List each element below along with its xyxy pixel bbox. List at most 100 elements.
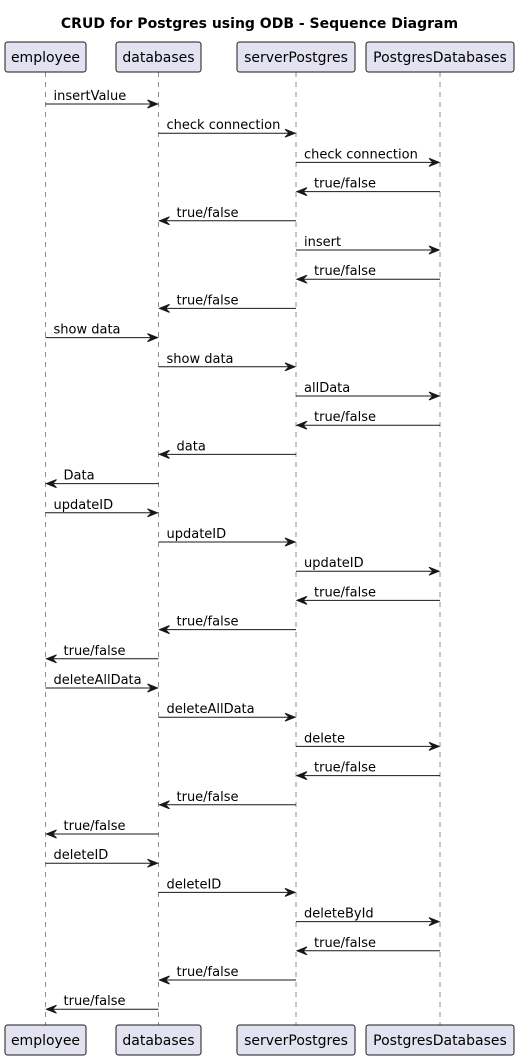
message-18: true/false: [158, 615, 296, 635]
message-label: true/false: [314, 585, 376, 600]
message-8: show data: [45, 323, 159, 343]
arrowhead: [284, 712, 297, 722]
message-label: true/false: [64, 994, 126, 1009]
arrowhead: [284, 887, 297, 897]
message-22: delete: [296, 731, 441, 751]
participant-bottom-serverPostgres: serverPostgres: [236, 1024, 356, 1056]
arrowhead: [295, 274, 308, 284]
message-label: deleteID: [167, 877, 222, 892]
participants: employeeemployeedatabasesdatabasesserver…: [4, 41, 515, 1056]
arrowhead: [147, 508, 159, 518]
message-label: deleteById: [304, 907, 374, 922]
arrowhead: [428, 566, 441, 576]
participant-box: [236, 41, 356, 73]
message-label: true/false: [177, 206, 239, 221]
message-2: check connection: [296, 147, 441, 167]
message-1: check connection: [158, 118, 297, 138]
arrowhead: [45, 1004, 57, 1014]
message-31: true/false: [45, 994, 159, 1014]
message-label: deleteAllData: [167, 702, 255, 717]
message-10: allData: [296, 381, 441, 401]
participant-box: [365, 1024, 515, 1056]
participant-name: databases: [122, 1033, 194, 1049]
arrowhead: [147, 858, 159, 868]
message-label: insertValue: [54, 89, 127, 104]
message-label: deleteAllData: [54, 673, 142, 688]
message-label: true/false: [177, 293, 239, 308]
message-label: true/false: [177, 790, 239, 805]
message-label: true/false: [314, 264, 376, 279]
participant-name: employee: [11, 1033, 80, 1049]
participant-name: PostgresDatabases: [373, 50, 507, 66]
arrowhead: [45, 829, 57, 839]
message-label: true/false: [64, 819, 126, 834]
message-label: true/false: [177, 615, 239, 630]
message-label: check connection: [304, 147, 418, 162]
participant-name: databases: [122, 50, 194, 66]
arrowhead: [428, 391, 441, 401]
participant-name: serverPostgres: [244, 50, 348, 66]
arrowhead: [284, 362, 297, 372]
message-17: true/false: [295, 585, 440, 605]
arrowhead: [284, 537, 297, 547]
message-30: true/false: [158, 965, 296, 985]
arrowhead: [158, 975, 170, 985]
message-label: true/false: [177, 965, 239, 980]
message-27: deleteID: [158, 877, 297, 897]
arrowhead: [284, 128, 297, 138]
message-label: updateID: [54, 498, 114, 513]
message-15: updateID: [158, 527, 297, 547]
message-25: true/false: [45, 819, 159, 839]
participant-bottom-employee: employee: [4, 1024, 87, 1056]
message-23: true/false: [295, 761, 440, 781]
message-label: delete: [304, 731, 345, 746]
participant-top-PostgresDatabases: PostgresDatabases: [365, 41, 515, 73]
message-label: insert: [304, 235, 341, 250]
arrowhead: [45, 479, 57, 489]
participant-box: [365, 41, 515, 73]
message-21: deleteAllData: [158, 702, 297, 722]
message-label: updateID: [304, 556, 364, 571]
message-label: true/false: [314, 936, 376, 951]
arrowhead: [428, 741, 441, 751]
arrowhead: [158, 303, 170, 313]
message-20: deleteAllData: [45, 673, 159, 693]
message-label: check connection: [167, 118, 281, 133]
message-29: true/false: [295, 936, 440, 956]
arrowhead: [428, 245, 441, 255]
arrowhead: [158, 625, 170, 635]
messages: insertValue check connection check connect…: [45, 89, 441, 1014]
message-4: true/false: [158, 206, 296, 226]
message-label: show data: [54, 323, 121, 338]
participant-box: [115, 1024, 202, 1056]
message-7: true/false: [158, 293, 296, 313]
participant-name: PostgresDatabases: [373, 1033, 507, 1049]
message-label: deleteID: [54, 848, 109, 863]
message-11: true/false: [295, 410, 440, 430]
arrowhead: [295, 420, 308, 430]
arrowhead: [428, 917, 441, 927]
arrowhead: [158, 800, 170, 810]
arrowhead: [295, 771, 308, 781]
message-3: true/false: [295, 177, 440, 197]
participant-box: [4, 41, 87, 73]
message-label: show data: [167, 352, 234, 367]
lifelines: [45, 72, 441, 1025]
message-28: deleteById: [296, 907, 441, 927]
diagram-title: CRUD for Postgres using ODB - Sequence D…: [61, 16, 458, 32]
message-label: true/false: [64, 644, 126, 659]
participant-name: serverPostgres: [244, 1033, 348, 1049]
participant-top-databases: databases: [115, 41, 202, 73]
arrowhead: [147, 99, 159, 109]
arrowhead: [295, 595, 308, 605]
arrowhead: [147, 333, 159, 343]
message-26: deleteID: [45, 848, 159, 868]
message-5: insert: [296, 235, 441, 255]
message-14: updateID: [45, 498, 159, 518]
arrowhead: [295, 187, 308, 197]
message-6: true/false: [295, 264, 440, 284]
arrowhead: [147, 683, 159, 693]
message-9: show data: [158, 352, 297, 372]
arrowhead: [428, 157, 441, 167]
